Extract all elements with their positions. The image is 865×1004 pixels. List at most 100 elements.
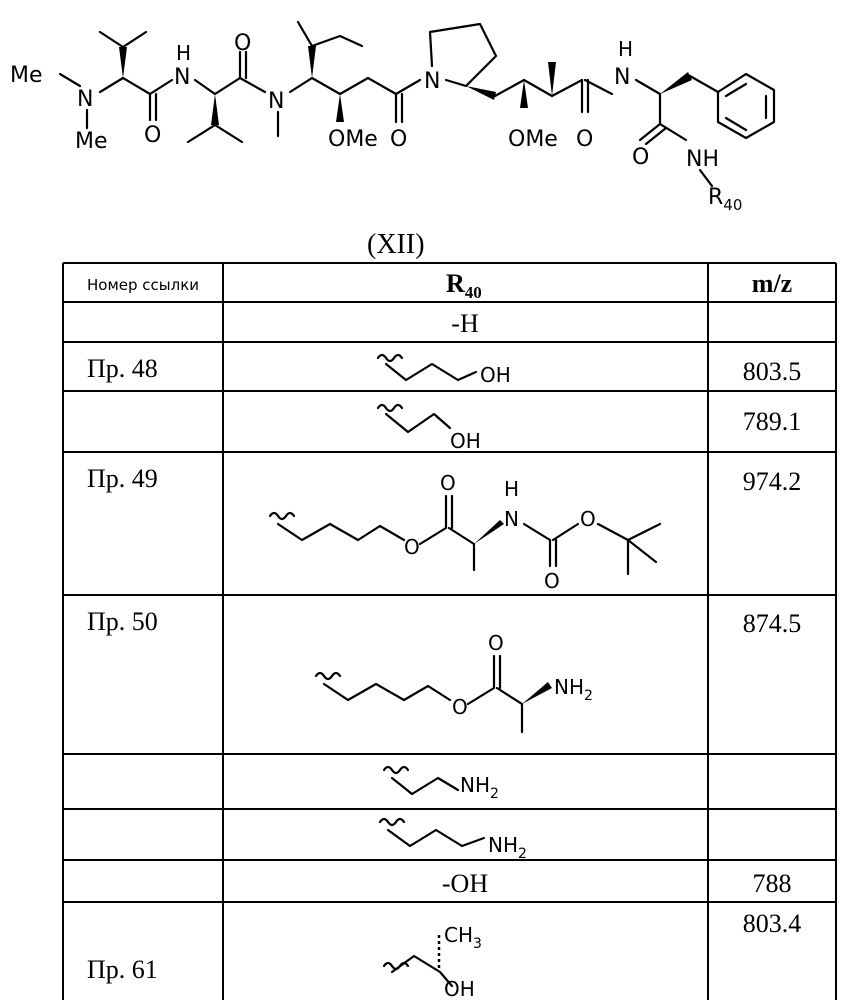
bond — [150, 80, 172, 94]
table-row: OH 789.1 — [378, 405, 801, 453]
atom-me-top: Me — [10, 63, 43, 88]
wedge-bond — [520, 80, 528, 108]
double-bond — [494, 656, 500, 688]
mz-cell: 874.5 — [743, 609, 802, 638]
wedge-bond — [211, 94, 219, 125]
chain-bonds — [278, 524, 404, 540]
bond — [100, 78, 150, 94]
chain-bonds — [392, 778, 458, 794]
header-ref: Номер ссылки — [87, 276, 199, 294]
wedge-bond — [308, 46, 316, 78]
bond — [690, 76, 718, 92]
wedge-bond — [548, 62, 556, 96]
atom-nh-1-n: N — [174, 65, 190, 90]
double-bond — [582, 80, 588, 112]
atom-o-carbonyl-2: O — [544, 569, 560, 593]
atom-n-methyl: N — [268, 89, 284, 114]
atom-nh-h: H — [504, 477, 519, 501]
wavy-attachment-bond — [270, 513, 294, 519]
ref-cell: Пр. 50 — [87, 607, 158, 636]
bond — [396, 80, 420, 94]
atom-o-carbonyl: O — [488, 631, 504, 655]
mz-cell: 789.1 — [743, 407, 802, 436]
atom-nh2: NH2 — [460, 773, 499, 802]
r40-cell: -OH — [442, 869, 488, 898]
atom-nh-2-n: N — [614, 65, 630, 90]
chain-bonds — [324, 684, 450, 700]
bond — [298, 22, 362, 46]
ref-cell: Пр. 48 — [87, 354, 158, 383]
atom-o-ester: O — [452, 695, 468, 719]
bond — [552, 80, 582, 96]
wavy-attachment-bond — [378, 405, 402, 411]
atom-nh-3: NH — [686, 147, 719, 172]
table-row: -H — [451, 309, 479, 338]
wedge-bond — [119, 47, 127, 78]
table-row: -OH 788 — [442, 869, 792, 898]
bond — [290, 78, 340, 94]
atom-n-pro: N — [424, 69, 440, 94]
bond — [524, 524, 550, 540]
table-row: NH2 — [384, 767, 499, 802]
double-bond — [446, 496, 452, 528]
chain-bonds — [386, 364, 476, 380]
header-r40: R40 — [446, 269, 482, 302]
bond — [497, 688, 522, 704]
bond — [468, 688, 494, 704]
table-row: Пр. 49 O O H N O O 974.2 — [87, 464, 801, 593]
bond — [240, 78, 265, 92]
ref-cell: Пр. 61 — [87, 955, 158, 984]
mz-cell: 974.2 — [743, 467, 802, 496]
chain-bonds — [392, 956, 452, 986]
wavy-attachment-bond — [378, 355, 402, 361]
atom-ome-1: OMe — [328, 127, 378, 152]
wavy-attachment-bond — [384, 767, 408, 773]
wedge-bond — [466, 86, 496, 100]
double-bond — [150, 94, 156, 120]
tert-butyl-bonds — [598, 524, 660, 574]
atom-o-5: O — [632, 145, 649, 170]
atom-nh-2-h: H — [618, 37, 633, 61]
atom-o-2: O — [234, 31, 251, 56]
oh-label: OH — [450, 429, 481, 453]
atom-o-boc: O — [580, 507, 596, 531]
bond — [195, 78, 240, 94]
atom-ome-2: OMe — [508, 127, 558, 152]
mz-cell: 788 — [753, 869, 792, 898]
table-row: NH2 — [380, 819, 527, 862]
bond — [449, 528, 474, 544]
double-bond — [550, 540, 556, 566]
chain-bonds — [386, 414, 450, 432]
table-row: Пр. 50 O O NH2 874.5 — [87, 607, 801, 732]
wavy-attachment-bond — [316, 673, 340, 679]
ref-cell: Пр. 49 — [87, 464, 158, 493]
compound-xii-structure: Me N Me O H N O N OMe O N — [10, 22, 774, 214]
bond — [340, 78, 396, 94]
bond — [188, 125, 242, 142]
chain-bonds — [388, 830, 484, 846]
wedge-bond — [522, 682, 552, 704]
atom-o-carbonyl-1: O — [440, 471, 456, 495]
wedge-bond — [474, 520, 504, 544]
atom-n-dimethyl: N — [77, 87, 93, 112]
bond — [60, 74, 80, 86]
bond — [100, 32, 146, 47]
atom-me-bottom: Me — [75, 129, 108, 154]
oh-label: OH — [480, 363, 511, 387]
bond — [636, 80, 660, 94]
atom-o-ester: O — [404, 535, 420, 559]
bond — [700, 170, 712, 186]
aromatic-bonds — [726, 84, 766, 130]
header-mz: m/z — [752, 269, 792, 298]
atom-nh-n: N — [504, 507, 519, 531]
table-header-row: Номер ссылки R40 m/z — [87, 269, 792, 302]
atom-r40: R40 — [708, 185, 742, 214]
double-bond — [396, 94, 402, 122]
table-row: Пр. 48 OH 803.5 — [87, 354, 801, 387]
mz-cell: 803.5 — [743, 357, 802, 386]
atom-o-3: O — [390, 127, 407, 152]
bond — [660, 124, 686, 140]
compound-label: (XII) — [367, 229, 425, 260]
wedge-bond — [336, 94, 344, 122]
